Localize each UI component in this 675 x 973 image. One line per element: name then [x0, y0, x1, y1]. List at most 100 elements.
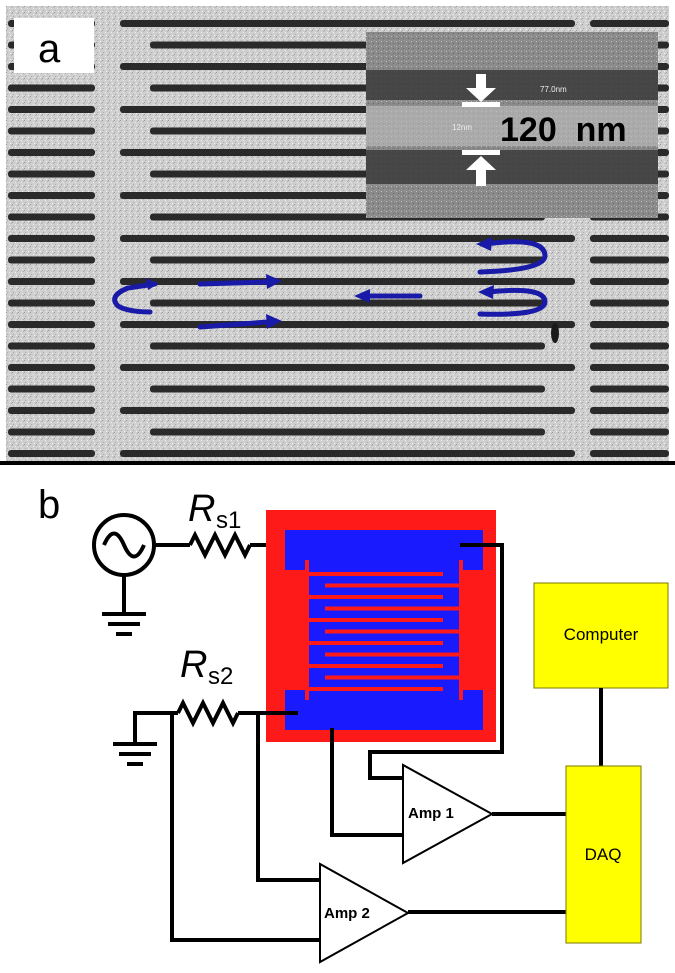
sem-stripe — [590, 450, 669, 457]
panel-a-label: a — [38, 27, 61, 71]
dimension-arrow-bottom-icon — [462, 150, 500, 186]
resistor-2-icon — [176, 698, 240, 728]
amp-2-label: Amp 2 — [324, 905, 370, 922]
wire-r2-amp2-minus — [170, 713, 320, 942]
panel-a: a 77.0nm 12nm 120 nm — [6, 6, 669, 461]
comb-edge — [459, 560, 463, 700]
arrowhead-left-icon — [146, 278, 158, 290]
comb-finger — [306, 664, 443, 668]
ac-source-icon — [92, 513, 156, 577]
sem-stripe — [590, 20, 669, 27]
sem-stripe — [8, 407, 95, 414]
scale-bar-label: 120 nm — [500, 111, 627, 149]
arrow-right-bottom-icon — [197, 319, 271, 330]
amplifier-1-icon — [402, 763, 495, 865]
ground-icon-2 — [113, 742, 157, 766]
sem-stripe — [150, 256, 545, 264]
sem-stripe — [150, 428, 545, 436]
sem-stripe — [590, 321, 669, 328]
computer-label: Computer — [564, 625, 639, 644]
sem-inset: 77.0nm 12nm 120 nm — [366, 32, 658, 218]
inset-tiny-label-mid: 12nm — [452, 123, 472, 132]
panel-b-label: b — [38, 483, 60, 527]
amp-1-label: Amp 1 — [408, 805, 454, 822]
sem-stripe — [8, 170, 95, 178]
panel-b: b R s1 — [38, 483, 669, 964]
sem-stripe — [8, 278, 95, 285]
comb-finger — [325, 629, 462, 634]
comb-finger — [325, 583, 462, 588]
wire-device-bottom-amp1 — [330, 728, 403, 837]
sem-stripe — [8, 127, 95, 135]
sem-stripe — [590, 428, 669, 436]
computer-box — [533, 582, 669, 689]
sem-stripe — [8, 192, 95, 199]
sem-stripe — [590, 364, 669, 371]
sem-stripe — [590, 407, 669, 414]
sem-stripe — [590, 278, 669, 285]
u-turn-arrow-left-icon — [112, 281, 158, 315]
arrowhead-right-bottom-icon — [266, 314, 282, 329]
arrow-right-top-icon — [197, 279, 271, 287]
sem-stripe — [8, 149, 95, 156]
sem-stripe — [120, 450, 575, 457]
u-turn-arrow-right-top-icon — [477, 239, 548, 275]
sem-stripe — [120, 407, 575, 414]
arrowhead-right-top-icon — [266, 274, 282, 289]
sem-stripe — [8, 84, 95, 92]
sem-stripe — [8, 364, 95, 371]
panel-divider — [0, 461, 675, 465]
comb-edge — [305, 560, 309, 700]
dimension-arrow-top-icon — [462, 74, 500, 107]
comb-finger — [306, 687, 443, 691]
sem-stripe — [120, 20, 575, 27]
u-turn-arrow-right-bottom-icon — [477, 287, 548, 317]
sem-stripe — [120, 364, 575, 371]
sem-stripe — [120, 235, 575, 242]
comb-finger — [306, 572, 443, 576]
sem-stripe — [120, 278, 575, 285]
sem-stripe — [8, 385, 95, 393]
sem-stripe — [8, 321, 95, 328]
resistor-2-subscript: s2 — [208, 663, 233, 690]
resistor-2-symbol: R — [180, 644, 207, 686]
sem-stripe — [8, 428, 95, 436]
sem-defect-spot — [551, 323, 559, 343]
resistor-1-icon — [188, 530, 252, 560]
resistor-1-subscript: s1 — [216, 507, 241, 534]
arrowhead-right-bottom-u-icon — [478, 285, 494, 299]
comb-finger — [306, 595, 443, 599]
sem-stripe — [8, 106, 95, 113]
device-chip — [266, 510, 496, 742]
sem-stripe — [8, 235, 95, 242]
sem-stripe — [590, 299, 669, 307]
sem-stripe — [8, 450, 95, 457]
arrowhead-left-middle-icon — [354, 289, 370, 303]
inset-tiny-label-top: 77.0nm — [540, 85, 567, 94]
sem-stripe — [8, 342, 95, 350]
sem-stripe — [8, 256, 95, 264]
inset-dark-band-top — [366, 70, 658, 100]
comb-finger — [325, 675, 462, 680]
inset-light-band — [366, 106, 658, 146]
sem-stripe — [590, 385, 669, 393]
comb-fingers — [305, 560, 463, 700]
panel-a-label-box — [14, 18, 94, 73]
inset-dark-band-bottom — [366, 150, 658, 184]
amplifier-2-icon — [319, 862, 411, 964]
wire-r2-amp2-plus — [256, 713, 320, 882]
comb-finger — [325, 606, 462, 611]
sem-stripe — [8, 299, 95, 307]
comb-finger — [306, 641, 443, 645]
sem-stripe — [8, 213, 95, 221]
comb-finger — [325, 652, 462, 657]
ground-icon-1 — [102, 612, 146, 636]
arrowhead-right-top-u-icon — [476, 237, 492, 251]
sem-stripe — [590, 256, 669, 264]
current-flow-arrows — [112, 237, 548, 330]
wire-device-top-amp1 — [368, 543, 504, 780]
comb-finger — [306, 618, 443, 622]
daq-box — [565, 765, 642, 944]
sem-stripe — [150, 299, 545, 307]
